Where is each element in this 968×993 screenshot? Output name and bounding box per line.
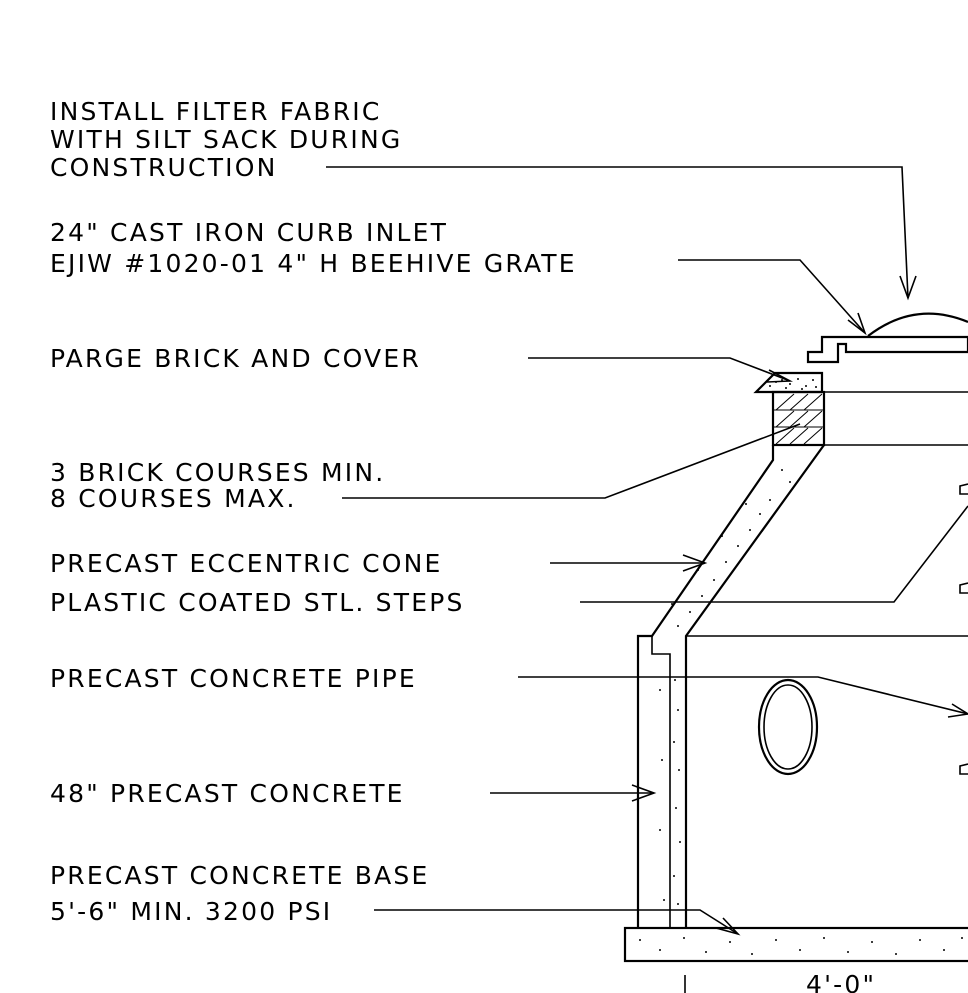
label-steps: PLASTIC COATED STL. STEPS	[50, 588, 465, 617]
barrel-joint	[651, 636, 671, 928]
pipe-opening	[757, 678, 819, 776]
step-2	[959, 582, 968, 594]
arrowhead-filter-fabric	[899, 275, 917, 301]
beehive-grate	[867, 312, 968, 337]
dimension-width: 4'-0"	[806, 970, 876, 993]
label-brick-courses-1: 3 BRICK COURSES MIN.	[50, 458, 385, 487]
leader-pipe	[518, 676, 968, 715]
leader-brick-courses	[342, 423, 801, 499]
parge-stipple	[769, 378, 817, 390]
label-curb-inlet-1: 24" CAST IRON CURB INLET	[50, 218, 448, 247]
leader-parge	[528, 357, 791, 382]
label-brick-courses-2: 8 COURSES MAX.	[50, 484, 297, 513]
grate-frame	[806, 335, 968, 364]
arrowhead-base	[715, 917, 741, 936]
label-filter-fabric-2: WITH SILT SACK DURING	[50, 125, 402, 154]
wall-stipple	[659, 469, 791, 905]
label-filter-fabric-1: INSTALL FILTER FABRIC	[50, 97, 382, 126]
arrowhead-curb-inlet	[847, 312, 867, 336]
base-slab	[623, 926, 968, 963]
label-eccentric-cone: PRECAST ECCENTRIC CONE	[50, 549, 443, 578]
cone-wall-outer	[636, 445, 775, 928]
step-1	[959, 483, 968, 495]
leader-curb-inlet	[678, 259, 866, 334]
arrowhead-pipe	[947, 703, 968, 718]
label-parge-brick: PARGE BRICK AND COVER	[50, 344, 421, 373]
leader-steps	[580, 505, 968, 603]
leader-filter-fabric	[326, 166, 909, 299]
leader-base	[374, 909, 739, 935]
manhole-structure	[623, 312, 968, 993]
step-3	[959, 763, 968, 775]
label-filter-fabric-3: CONSTRUCTION	[50, 153, 278, 182]
arrowhead-cone	[682, 554, 708, 572]
label-base-1: PRECAST CONCRETE BASE	[50, 861, 429, 890]
pipe-opening-inner	[763, 684, 813, 770]
label-base-2: 5'-6" MIN. 3200 PSI	[50, 897, 332, 926]
label-precast-48: 48" PRECAST CONCRETE	[50, 779, 405, 808]
arrowhead-precast-48	[631, 784, 657, 802]
brick-hatch	[775, 393, 823, 445]
label-concrete-pipe: PRECAST CONCRETE PIPE	[50, 664, 417, 693]
label-curb-inlet-2: EJIW #1020-01 4" H BEEHIVE GRATE	[50, 249, 577, 278]
base-stipple	[639, 937, 963, 955]
parge-cover	[753, 371, 824, 394]
